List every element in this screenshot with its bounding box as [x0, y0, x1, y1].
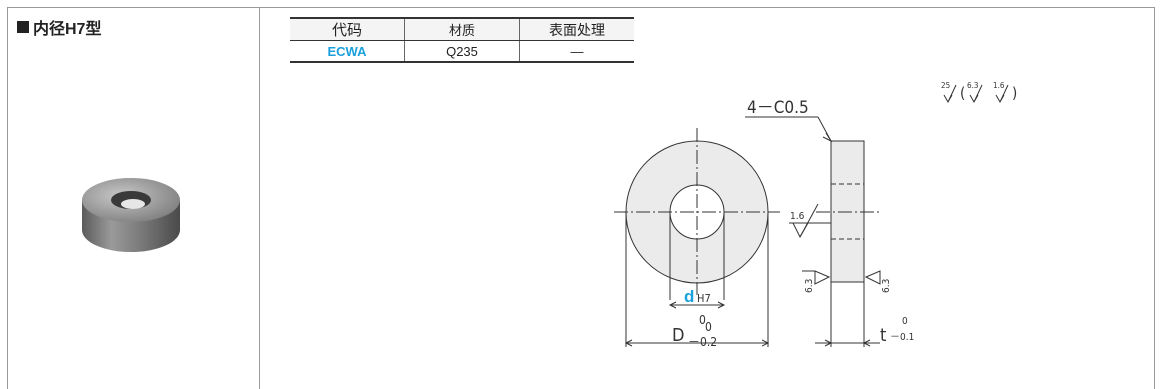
spec-table: 代码 材质 表面处理 ECWA Q235 — — [290, 17, 634, 63]
spec-table-header-row: 代码 材质 表面处理 — [290, 17, 634, 41]
t-dim-symbol: t — [880, 325, 886, 346]
od-dim-arrows — [624, 339, 770, 347]
column-divider — [259, 7, 260, 389]
material-value: Q235 — [404, 40, 520, 63]
bore-dim-subscript: H7 — [697, 292, 711, 305]
surface-value: — — [519, 40, 634, 63]
roughness-header-paren-close: ) — [1012, 84, 1017, 102]
roughness-header-paren-open: ( — [960, 84, 965, 102]
bore-dim-tolerance: 0 — [699, 313, 706, 327]
section-heading-text: 内径H7型 — [33, 21, 102, 38]
roughness-header-value-1: 6.3 — [967, 81, 978, 90]
roughness-header-symbol-2 — [969, 84, 983, 104]
header-code: 代码 — [290, 17, 405, 41]
product-photo — [82, 178, 180, 252]
section-heading: 内径H7型 — [17, 15, 101, 39]
chamfer-label: 4－C0.5 — [747, 98, 809, 118]
roughness-face-tail — [799, 203, 819, 238]
od-lower-tol: －0.2 — [688, 335, 717, 349]
roughness-side-left-value: 6.3 — [804, 279, 815, 293]
roughness-face-symbol — [792, 222, 809, 239]
header-material: 材质 — [404, 17, 520, 41]
content-frame — [7, 7, 1155, 389]
bore-dim-arrows — [668, 301, 726, 309]
bore-dim-symbol: d — [684, 287, 694, 306]
roughness-header-value-2: 1.6 — [993, 81, 1005, 90]
roughness-side-right-value: 6.3 — [881, 279, 892, 293]
t-upper-tol: 0 — [902, 316, 908, 327]
chamfer-arrow — [822, 132, 833, 143]
roughness-header-symbol-3 — [995, 84, 1009, 104]
t-lower-tol: －0.1 — [890, 332, 914, 343]
roughness-header-main: 25 — [941, 81, 950, 90]
roughness-side-left-symbol — [814, 270, 831, 285]
roughness-face-value: 1.6 — [790, 211, 805, 222]
header-surface: 表面处理 — [519, 17, 634, 41]
roughness-side-right-symbol — [864, 270, 881, 285]
code-value[interactable]: ECWA — [290, 40, 405, 63]
spec-table-row: ECWA Q235 — — [290, 40, 634, 63]
od-dim-symbol: D — [672, 325, 684, 346]
od-upper-tol: 0 — [705, 320, 712, 334]
t-dim-arrows — [824, 339, 871, 347]
roughness-header-symbol-1 — [943, 84, 957, 104]
square-bullet-icon — [17, 21, 29, 33]
